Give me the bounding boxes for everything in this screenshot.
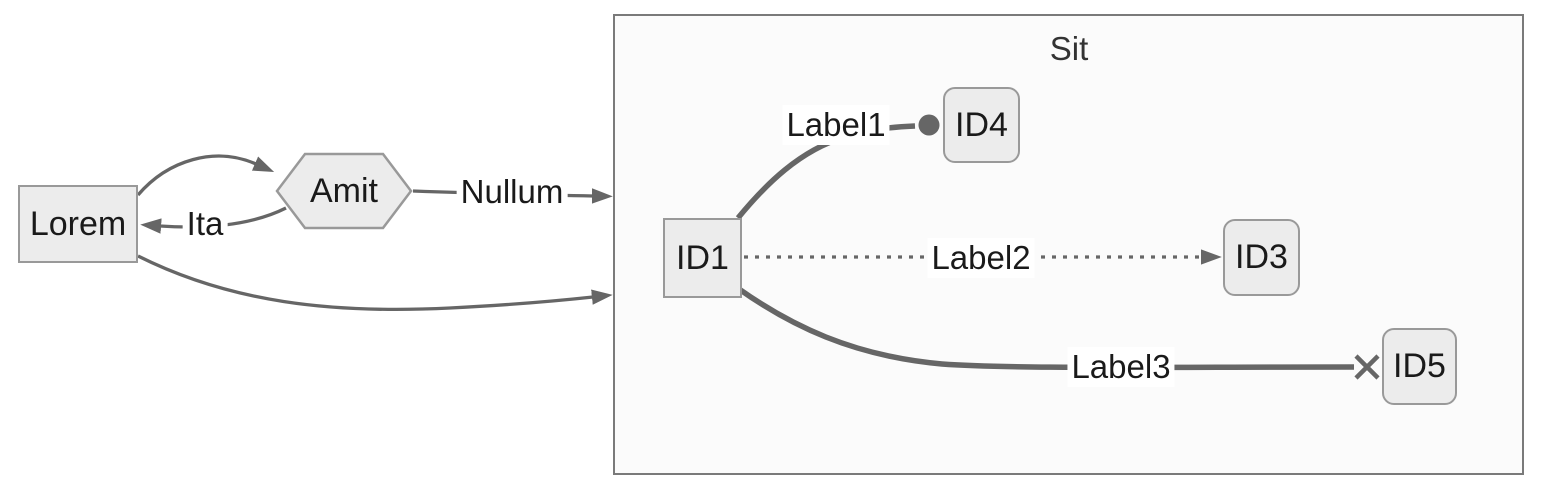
circle-ending-icon [918,114,940,136]
subgraph-sit [613,14,1524,475]
edge-id1-id5 [737,286,1355,371]
cross-ending-icon [1354,354,1380,380]
node-id1: ID1 [663,218,742,298]
node-id5: ID5 [1382,328,1457,405]
edge-label-label1: Label1 [782,105,890,145]
node-amit-label: Amit [310,171,378,210]
hexagon-shape [275,152,413,230]
edge-lorem-sit [137,254,613,312]
edge-label-ita: Ita [182,204,228,244]
node-id4: ID4 [943,87,1020,163]
node-id5-label: ID5 [1393,347,1446,385]
edge-label-nullum: Nullum [456,172,568,212]
node-amit: Amit [275,152,413,230]
node-lorem-label: Lorem [29,204,127,243]
node-id1-label: ID1 [676,238,729,277]
node-id4-label: ID4 [955,105,1008,144]
subgraph-sit-title: Sit [1049,30,1089,67]
node-id3-label: ID3 [1235,238,1288,276]
node-id3: ID3 [1223,219,1300,296]
node-lorem: Lorem [18,185,138,263]
edge-label-label2: Label2 [927,238,1035,278]
edge-lorem-amit [136,154,275,197]
edge-label-label3: Label3 [1067,347,1175,387]
